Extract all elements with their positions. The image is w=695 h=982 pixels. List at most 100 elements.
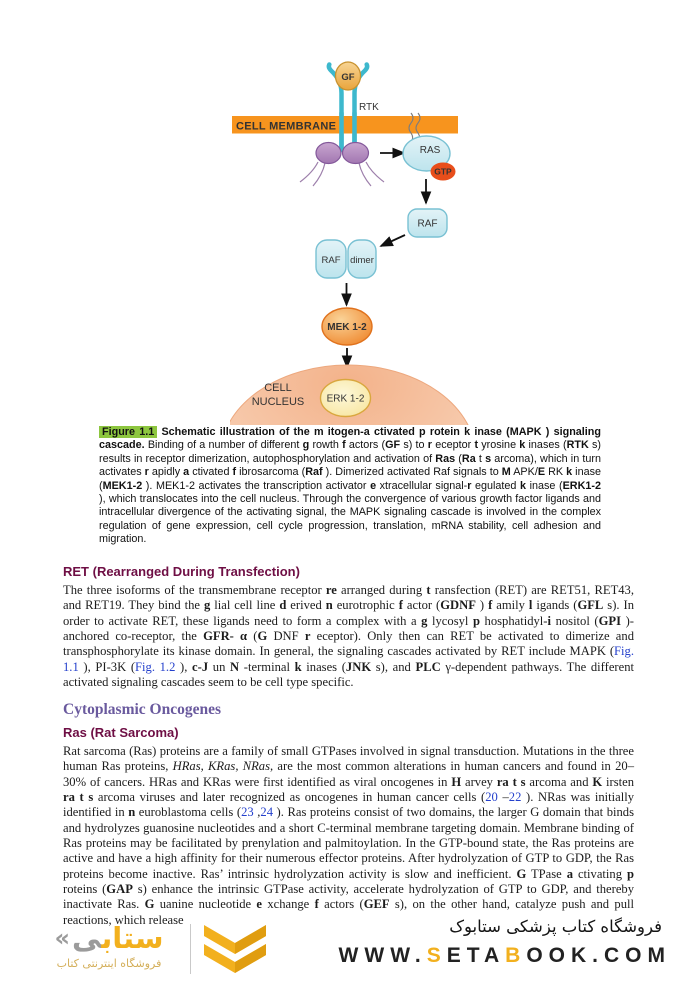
text-run: nositol ( (551, 613, 599, 628)
text-run: E (537, 466, 546, 479)
text-run: arranged during (336, 583, 427, 597)
text-run: arcoma viruses and later recognized as o… (93, 790, 486, 805)
text-run: arcoma and (525, 774, 593, 789)
text-run: a (566, 866, 573, 881)
text-run: arcoma), which in turn activates (99, 452, 601, 479)
text-run: un (208, 659, 231, 674)
mapk-pathway-diagram: GF CELL MEMBRANE RTK RAS GTP RAF (230, 61, 469, 425)
text-run: s), on the other hand, catalyze push and… (63, 897, 634, 927)
text-run: G (516, 866, 527, 881)
text-run: amily (492, 598, 529, 613)
text-run: HRas, KRas, NRas, (172, 759, 274, 774)
cell-membrane-bar (232, 116, 458, 134)
text-run: ibrosarcoma ( (236, 466, 306, 479)
text-run: k (520, 479, 527, 492)
reference-link[interactable]: Fig. 1.1 (63, 644, 634, 674)
text-run: ). MEK1-2 activates the transcription ac… (142, 479, 371, 492)
text-run: s). In order to activate RET, these liga… (63, 598, 634, 628)
text-run: inase ( (99, 466, 601, 492)
raf-label: RAF (418, 219, 438, 230)
text-run: e (370, 479, 377, 492)
figure-caption: Figure 1.1 Schematic illustration of the… (99, 426, 601, 547)
text-run: hosphatidyl- (479, 613, 548, 628)
reference-link[interactable]: 22 (508, 790, 522, 805)
text-run: ra t s (63, 790, 94, 805)
text-run: yrosine (478, 439, 520, 452)
text-run: N (230, 659, 240, 674)
text-run: e (256, 897, 262, 912)
reference-link[interactable]: 23 (241, 805, 254, 820)
text-run: ERK1-2 (562, 479, 601, 492)
setabook-logo-wordmark[interactable]: « ستابی (33, 918, 185, 958)
text-run: Binding of a number of different (144, 439, 303, 452)
cell-membrane-label: CELL MEMBRANE (236, 121, 336, 133)
text-run: irsten (602, 774, 634, 789)
text-run: inase ( (526, 479, 563, 492)
text-run: GDNF (440, 598, 476, 613)
text-run: ), PI-3K ( (78, 659, 136, 674)
text-run: are the most common alterations in human… (63, 759, 634, 789)
text-run: eceptor (431, 439, 475, 452)
text-run: Figure 1.1 (99, 426, 158, 438)
reference-link[interactable]: 24 (260, 805, 273, 820)
text-run: ctivating (573, 866, 627, 881)
text-run: -terminal (239, 659, 295, 674)
ras-node (402, 135, 451, 172)
text-run: ETA (446, 944, 506, 967)
text-run: RK (545, 466, 567, 479)
text-run: The three isoforms of the transmembrane … (63, 583, 326, 597)
text-run: r (427, 439, 432, 452)
text-run: TPase (526, 866, 567, 881)
text-run: c-J (192, 659, 209, 674)
text-run: actors ( (318, 897, 364, 912)
section-heading-ret: RET (Rearranged During Transfection) (63, 564, 300, 579)
text-run: egulated (471, 479, 521, 492)
text-run: H (451, 774, 462, 789)
logo-word: ستابی (72, 921, 164, 955)
text-run: f (232, 466, 237, 479)
text-run: RTK (566, 439, 589, 452)
ras-paragraph: Rat sarcoma (Ras) proteins are a family … (63, 744, 634, 928)
text-run: eurotrophic (332, 598, 399, 613)
raf-dimer-right (347, 239, 377, 279)
receptor-dimer-left-oval (315, 141, 342, 165)
text-run: arvey (461, 774, 497, 789)
growth-factor-label: GF (341, 72, 354, 83)
raf-dimer-left (315, 239, 347, 279)
logo-chevrons-glyph: « (54, 924, 71, 952)
text-run: p (626, 866, 634, 881)
text-run: d (279, 598, 287, 613)
text-run: k (519, 439, 526, 452)
text-run: apidly (148, 466, 184, 479)
site-url[interactable]: WWW.SETABOOK.COM (339, 944, 671, 968)
rtk-label: RTK (359, 102, 379, 113)
text-run: γ-dependent pathways. The different acti… (63, 659, 635, 690)
text-run: eceptor). Only then can RET be activated… (63, 629, 634, 659)
text-run: )-anchored co-receptor, the (63, 613, 634, 644)
setabook-chevron-emblem-icon (204, 925, 266, 973)
gtp-node (430, 162, 456, 181)
cell-nucleus-label-line1: CELL (264, 382, 292, 394)
growth-factor-node (334, 61, 362, 91)
text-run: Rat sarcoma (Ras) proteins are a family … (63, 744, 634, 774)
reference-link[interactable]: Fig. 1.2 (135, 659, 176, 674)
text-run: erived (286, 598, 326, 613)
text-run: f (342, 439, 346, 452)
section-heading-cytoplasmic-oncogenes: Cytoplasmic Oncogenes (63, 701, 222, 718)
text-run: WWW. (338, 944, 427, 967)
text-run: APK/ (510, 466, 538, 479)
mek-node (321, 307, 373, 346)
text-run: DNF (267, 629, 305, 644)
raf-node (407, 208, 448, 238)
text-run: M (501, 466, 511, 479)
text-run: g (421, 613, 428, 628)
text-run: G (144, 897, 155, 912)
text-run: G (257, 629, 268, 644)
text-run: f (488, 598, 493, 613)
text-run: inases ( (301, 659, 346, 674)
footer-divider (190, 924, 191, 974)
text-run: n (128, 805, 136, 820)
reference-link[interactable]: 20 (485, 790, 498, 805)
text-run: actors ( (345, 439, 386, 452)
